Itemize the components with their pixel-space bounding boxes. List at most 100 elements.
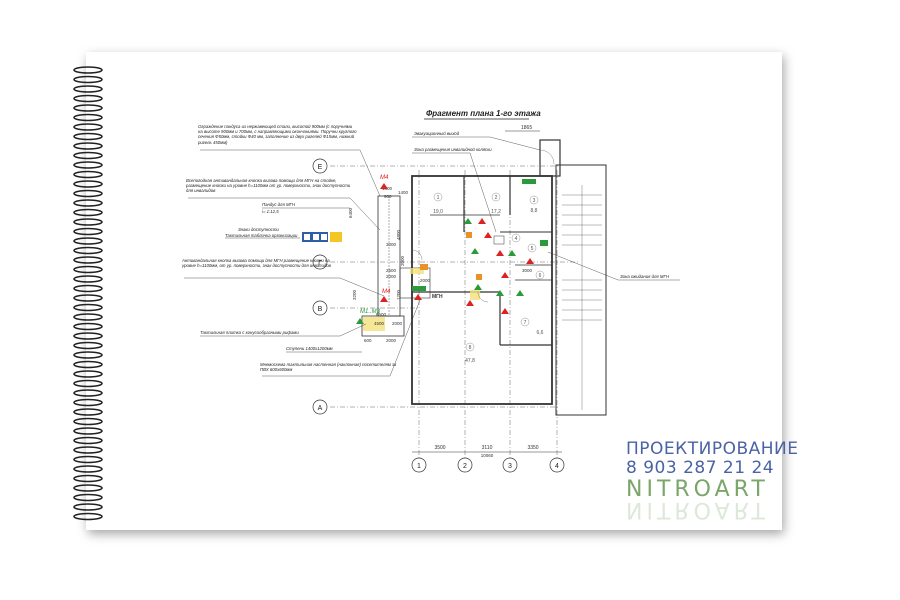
svg-text:3: 3 [508, 463, 512, 470]
callout-railing: Ограждение пандуса из нержавеющей стали,… [198, 124, 357, 145]
spiral-ring [73, 398, 103, 407]
spiral-ring [73, 256, 103, 264]
accessibility-signs-icon [302, 232, 342, 242]
axis-marker-e: Е [312, 158, 328, 174]
brand-logo-text: NITROART [626, 477, 769, 502]
spiral-ring [73, 503, 103, 511]
dim-900: 900 [384, 194, 392, 199]
room-number-6: 6 [539, 273, 542, 279]
room-number-5: 5 [531, 246, 534, 252]
spiral-ring [73, 218, 103, 226]
svg-text:10060: 10060 [481, 453, 494, 458]
spiral-ring [73, 465, 103, 473]
spiral-ring [73, 284, 103, 293]
spiral-ring [73, 313, 103, 321]
dim-600: 600 [364, 338, 372, 343]
callout-ramp-slope: i= 1:12,5 [262, 209, 279, 214]
spiral-ring [73, 275, 103, 283]
svg-text:3350: 3350 [527, 445, 538, 451]
spiral-ring [73, 94, 103, 103]
room-number-7: 7 [524, 320, 527, 326]
spiral-ring [73, 66, 103, 74]
axis-marker-3: 3 [502, 457, 518, 473]
axis-marker-4: 4 [549, 457, 565, 473]
spiral-ring [73, 246, 103, 255]
svg-text:1: 1 [417, 463, 421, 470]
brand-phone[interactable]: 8 903 287 21 24 [626, 458, 775, 478]
bottom-dimensions: 3500 3110 3350 10060 [412, 445, 562, 458]
spiral-ring [73, 161, 103, 169]
callout-wheelchair-zone: Зона размещения инвалидной коляски [414, 147, 492, 152]
axis-marker-v: В [312, 300, 328, 316]
callout-evac-exit: Эвакуационный выход [414, 131, 460, 136]
callout-ramp: Пандус для МГН [262, 202, 296, 207]
spiral-ring [73, 474, 103, 483]
svg-text:Е: Е [318, 164, 323, 171]
spiral-ring [73, 455, 103, 464]
room-number-2: 2 [495, 195, 498, 201]
spiral-ring [73, 341, 103, 350]
axis-marker-g: Г [312, 254, 328, 270]
spiral-ring [73, 436, 103, 445]
spiral-ring [73, 170, 103, 179]
spiral-ring [73, 512, 103, 521]
room-number-8: 8 [469, 345, 472, 351]
drawing-sheet [86, 52, 782, 530]
room-number-1: 1 [437, 195, 440, 201]
label-mgn: МГН [432, 294, 443, 300]
spiral-ring [73, 75, 103, 84]
spiral-ring [73, 408, 103, 416]
spiral-ring [73, 351, 103, 359]
spiral-ring [73, 493, 103, 502]
building-walls [411, 139, 607, 416]
axis-marker-2: 2 [457, 457, 473, 473]
svg-text:3500: 3500 [434, 445, 445, 451]
callout-mnemonic: Мнемосхема тактильная настенная (наклонн… [260, 362, 397, 373]
callout-call-button: Всепогодная антивандальная кнопка вызова… [186, 178, 351, 194]
spiral-ring [73, 446, 103, 454]
spiral-ring [73, 189, 103, 198]
spiral-ring [73, 332, 103, 340]
svg-text:А: А [318, 405, 323, 412]
callout-call-button-2: Антивандальная кнопка вызова помощи для … [182, 258, 331, 269]
spiral-binding [73, 66, 103, 521]
svg-text:4: 4 [555, 463, 559, 470]
spiral-ring [73, 379, 103, 388]
dim-3200: 3200 [352, 289, 357, 300]
spiral-ring [73, 142, 103, 150]
dim-1400: 1400 [398, 190, 409, 195]
spiral-ring [73, 427, 103, 435]
dim-6400: 6400 [348, 207, 353, 218]
spiral-ring [73, 360, 103, 369]
callout-tactile-tile: Тактильная плитка с конусообразными рифа… [200, 330, 299, 335]
dim-6500: 6500 [376, 312, 387, 317]
spiral-ring [73, 180, 103, 188]
top-dimension: 1865 [521, 125, 532, 131]
svg-text:2: 2 [463, 463, 467, 470]
dim-2000-left2: 2000 [400, 255, 405, 266]
room-area-7: 6,6 [537, 330, 544, 336]
room-area-1: 19,0 [433, 209, 443, 215]
room-area-2: 17,2 [491, 209, 501, 215]
spiral-ring [73, 417, 103, 426]
axis-marker-1: 1 [411, 457, 427, 473]
callout-signs: Знаки доступности [238, 227, 279, 232]
equipment-markers [356, 179, 548, 324]
plan-title: Фрагмент плана 1-го этажа [426, 109, 541, 118]
spiral-ring [73, 208, 103, 217]
spiral-ring [73, 113, 103, 122]
label-m4-mid: М4 [382, 289, 391, 295]
brand-logo-reflection: NITROART [626, 502, 769, 520]
brand-service: ПРОЕКТИРОВАНИЕ [626, 439, 799, 459]
callout-tactile-plate: Тактильная табличка организации [225, 233, 298, 238]
spiral-ring [73, 322, 103, 331]
ramp [361, 195, 431, 337]
dim-2000-b: 2000 [392, 321, 403, 326]
dim-2000-a: 2000 [386, 338, 397, 343]
svg-text:В: В [318, 306, 323, 313]
spiral-ring [73, 85, 103, 93]
spiral-ring [73, 123, 103, 131]
stairwell [562, 185, 602, 410]
spiral-ring [73, 370, 103, 378]
